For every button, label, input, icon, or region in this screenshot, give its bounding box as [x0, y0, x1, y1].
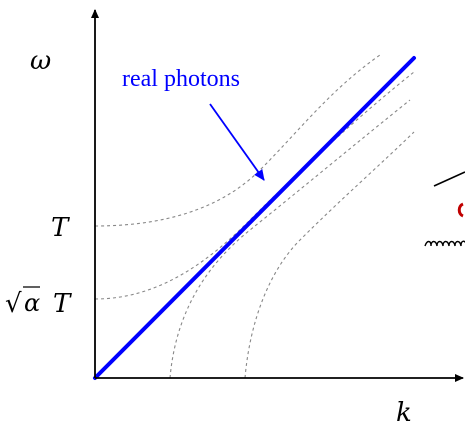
dispersion-curve-lower-1: [169, 99, 411, 379]
tick-label-sqrt-alpha-t: √ α T: [5, 286, 72, 319]
x-axis-label: k: [396, 398, 412, 428]
real-photons-pointer-arrow: [209, 103, 265, 181]
cropped-adjacent-figure: [424, 171, 465, 247]
dispersion-curve-lower-2: [244, 131, 415, 379]
dispersion-curve-upper-t: [94, 54, 381, 227]
tick-label-t: T: [51, 213, 70, 243]
sqrt-radicand: α: [24, 289, 40, 317]
real-photons-label: real photons: [122, 66, 240, 92]
sqrt-symbol: √: [5, 289, 22, 319]
photon-dispersion-line: [93, 56, 416, 380]
dispersion-curves: [94, 54, 415, 379]
sqrt-factor: T: [53, 289, 72, 319]
cropped-figure-gluon-coil: [424, 240, 465, 247]
tick-label-t-var: T: [51, 213, 70, 243]
cropped-figure-red-mark: [457, 202, 464, 218]
cropped-figure-line: [433, 171, 465, 187]
y-axis-label: ω: [30, 46, 51, 76]
